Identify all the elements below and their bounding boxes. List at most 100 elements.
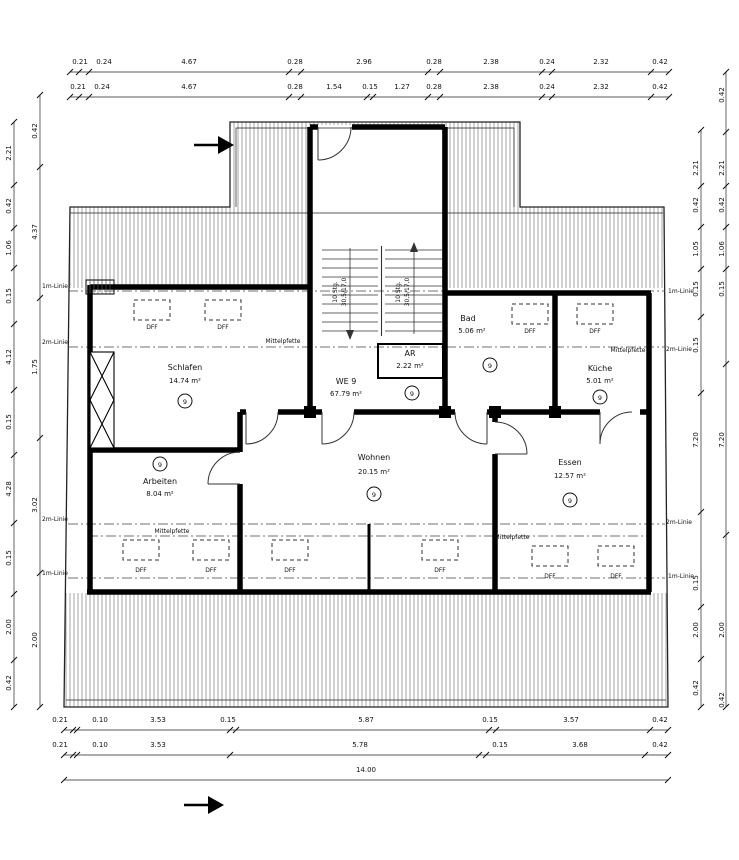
dim-total-width: 14.00 <box>356 766 376 774</box>
dff-window <box>133 299 171 321</box>
dff-label: DFF <box>284 567 296 574</box>
unit-number-marks: 9 9 9 9 9 9 9 <box>152 357 608 508</box>
door-wohnen-schlafen <box>245 411 279 445</box>
dim-value: 0.24 <box>539 83 555 91</box>
dim-value: 0.42 <box>652 83 668 91</box>
section-marker-bottom <box>184 796 224 814</box>
dim-value: 7.20 <box>718 432 726 448</box>
ticks-top-2 <box>66 93 673 101</box>
ticks-bottom-total <box>60 776 672 784</box>
dim-values-right-inner: 2.21 0.42 1.05 0.15 0.15 7.20 0.15 2.00 … <box>692 160 700 696</box>
dim-value: 2.00 <box>31 632 39 648</box>
ticks-right-outer <box>722 68 730 711</box>
chimney <box>89 351 115 449</box>
room-name-schlafen: Schlafen <box>168 363 202 372</box>
dim-value: 1.06 <box>5 240 13 256</box>
door-wohnen-arbeiten <box>207 451 241 485</box>
door-wohnen-bad <box>454 411 488 445</box>
dim-value: 2.21 <box>5 145 13 161</box>
dim-value: 0.42 <box>652 58 668 66</box>
dim-value: 0.15 <box>692 575 700 591</box>
stair-dims-label: 30,5/17,0 <box>404 277 411 306</box>
label-2m-linie: 2m-Linie <box>666 519 692 526</box>
dim-value: 0.24 <box>94 83 110 91</box>
dim-value: 3.53 <box>150 741 166 749</box>
label-1m-linie: 1m-Linie <box>668 288 694 295</box>
dim-value: 3.57 <box>563 716 579 724</box>
height-lines <box>68 290 665 579</box>
room-area-arbeiten: 8.04 m² <box>146 490 174 498</box>
door-essen-kueche <box>599 411 633 445</box>
unit-circle: 9 <box>404 385 420 401</box>
dim-value: 4.67 <box>181 83 197 91</box>
dim-value: 2.21 <box>718 160 726 176</box>
dim-values-bottom1: 0.21 0.10 3.53 0.15 5.87 0.15 3.57 0.42 <box>52 716 668 724</box>
unit-number: 9 <box>598 394 602 402</box>
wall-piers <box>304 406 561 418</box>
unit-number: 9 <box>410 390 414 398</box>
room-area-essen: 12.57 m² <box>554 472 586 480</box>
unit-number: 9 <box>488 362 492 370</box>
dim-value: 2.32 <box>593 83 609 91</box>
dff-labels: DFF DFF DFF DFF DFF DFF DFF DFF DFF DFF <box>135 324 622 580</box>
label-mittelpfette: Mittelpfette <box>266 338 301 345</box>
unit-number: 9 <box>372 491 376 499</box>
unit-circle: 9 <box>366 486 382 502</box>
dim-value: 4.67 <box>181 58 197 66</box>
dim-value: 0.15 <box>482 716 498 724</box>
dim-value: 4.37 <box>31 224 39 240</box>
dim-value: 1.54 <box>326 83 342 91</box>
dim-value: 4.12 <box>5 349 13 365</box>
dff-window <box>122 539 160 561</box>
pier-hatched <box>85 279 115 295</box>
dim-values-left-inner: 0.42 4.37 1.75 3.02 2.00 <box>31 123 39 648</box>
label-2m-linie: 2m-Linie <box>42 339 68 346</box>
room-name-kueche: Küche <box>588 364 612 373</box>
dff-label: DFF <box>146 324 158 331</box>
dim-value: 2.21 <box>692 160 700 176</box>
unit-name: WE 9 <box>336 377 357 386</box>
dim-value: 0.15 <box>5 288 13 304</box>
pier <box>304 406 316 418</box>
dim-value: 2.32 <box>593 58 609 66</box>
dim-value: 7.20 <box>692 432 700 448</box>
dim-value: 0.15 <box>692 281 700 297</box>
unit-circle: 9 <box>562 492 578 508</box>
dim-value: 3.02 <box>31 497 39 513</box>
dff-label: DFF <box>217 324 229 331</box>
dim-value: 0.28 <box>287 83 303 91</box>
dim-value: 2.00 <box>718 622 726 638</box>
label-mittelpfette: Mittelpfette <box>495 534 530 541</box>
dff-label: DFF <box>135 567 147 574</box>
dim-value: 0.42 <box>31 123 39 139</box>
dff-window <box>421 539 459 561</box>
dimension-chains <box>13 71 727 781</box>
door-wohnen-core <box>321 411 355 445</box>
dff-window <box>204 299 242 321</box>
door-entry <box>317 126 352 161</box>
dim-value: 5.78 <box>352 741 368 749</box>
unit-circle: 9 <box>592 389 608 405</box>
dff-label: DFF <box>205 567 217 574</box>
dim-value: 1.06 <box>718 241 726 257</box>
stair-dims-label: 30,5/17,0 <box>341 277 348 306</box>
room-area-bad: 5.06 m² <box>458 327 486 335</box>
pier <box>549 406 561 418</box>
label-1m-linie: 1m-Linie <box>42 570 68 577</box>
dim-value: 1.27 <box>394 83 410 91</box>
dff-window <box>271 539 309 561</box>
stair-arrow-up <box>410 242 418 252</box>
dim-values-top2: 0.21 0.24 4.67 0.28 1.54 0.15 1.27 0.28 … <box>70 83 668 91</box>
section-markers <box>184 136 234 814</box>
room-labels: Schlafen 14.74 m² Arbeiten 8.04 m² Wohne… <box>143 314 614 498</box>
dim-value: 0.10 <box>92 716 108 724</box>
room-area-ar: 2.22 m² <box>396 362 424 370</box>
dim-value: 0.42 <box>5 198 13 214</box>
dim-value: 0.28 <box>426 83 442 91</box>
unit-number: 9 <box>568 497 572 505</box>
dim-value: 3.53 <box>150 716 166 724</box>
roof-hatch-areas <box>64 122 668 707</box>
dim-value: 1.05 <box>692 241 700 257</box>
